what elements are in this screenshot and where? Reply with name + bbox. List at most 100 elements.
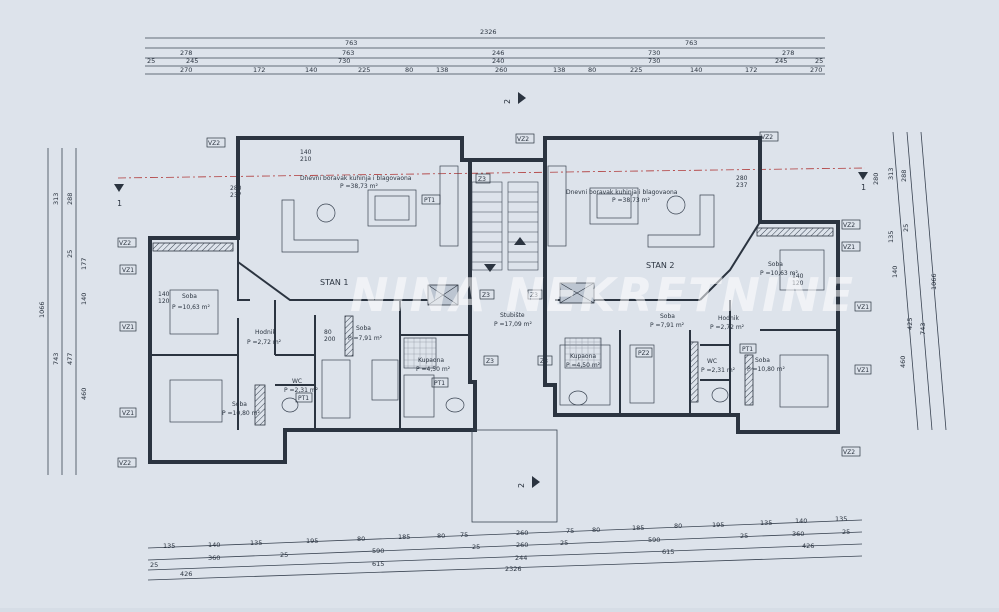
bottom-dim-r1-14: 135 — [760, 519, 772, 527]
left-dim-7: 743 — [52, 353, 60, 365]
furniture-apt2 — [547, 165, 829, 408]
bottom-dim-r3-1: 615 — [372, 560, 384, 568]
apt2-hall-label: Hodnik — [718, 315, 739, 322]
right-dim-3: 135 — [887, 231, 895, 243]
top-dim-r5-10: 140 — [690, 66, 702, 74]
apt2-bath-label: Kupaona — [570, 353, 596, 360]
top-dim-763-b: 763 — [685, 39, 697, 47]
apt1-bath-area: P =4,50 m² — [416, 366, 451, 373]
top-dim-r5-12: 270 — [810, 66, 822, 74]
left-dimension-lines — [47, 148, 77, 475]
section-mark-top: 2 — [503, 99, 512, 104]
bottom-dim-row2: 25 360 25 590 25 260 25 590 25 360 25 — [150, 528, 850, 569]
left-dim-labels: 313 288 25 177 140 460 477 743 1066 — [38, 193, 88, 400]
apt1-room1-area: P =10,63 m² — [172, 304, 210, 311]
apt1-bath-label: Kupaona — [418, 357, 444, 364]
left-dim-1: 288 — [66, 193, 74, 205]
railing-apt2-room3 — [689, 341, 699, 403]
top-dim-r4-2: 730 — [338, 57, 350, 65]
left-dim-4: 140 — [80, 293, 88, 305]
apt1-room3-area: P =7,91 m² — [348, 335, 383, 342]
bottom-dim-r1-6: 80 — [437, 532, 445, 540]
bottom-dim-r1-10: 80 — [592, 526, 600, 534]
bottom-dim-r2-8: 25 — [740, 532, 748, 540]
stairs-label: Stubište — [500, 312, 525, 319]
apt1-hall-label: Hodnik — [255, 329, 276, 336]
right-dim-1: 288 — [900, 170, 908, 182]
top-dim-r3-0: 278 — [180, 49, 192, 57]
top-dim-r5-4: 80 — [405, 66, 413, 74]
bottom-dim-row3: 426 615 244 615 426 — [180, 542, 814, 578]
tag-vz2-e: VZ2 — [843, 222, 855, 229]
railing-apt1-room1 — [152, 242, 234, 252]
top-dim-r5-5: 138 — [436, 66, 448, 74]
top-dim-r4-6: 25 — [815, 57, 823, 65]
bottom-dim-r3-4: 426 — [802, 542, 814, 550]
top-dim-r3-4: 278 — [782, 49, 794, 57]
bottom-dim-total: 2326 — [505, 565, 522, 573]
top-dim-r5-1: 172 — [253, 66, 265, 74]
bottom-dim-r3-2: 244 — [515, 554, 527, 562]
left-dim-2: 25 — [66, 250, 74, 258]
bottom-dim-r2-1: 360 — [208, 554, 220, 562]
tag-pz2: PZ2 — [638, 350, 650, 357]
bottom-dim-r1-9: 75 — [566, 527, 574, 535]
tag-pt1-a: PT1 — [424, 197, 435, 204]
top-dim-r3-2: 246 — [492, 49, 504, 57]
element-tag-labels: VZ2 VZ2 VZ1 VZ1 VZ1 VZ2 PT1 PT1 PT1 Z3 Z… — [119, 134, 869, 467]
left-dim-3: 177 — [80, 258, 88, 270]
top-dim-r4-5: 245 — [775, 57, 787, 65]
entrance-porch — [471, 429, 558, 523]
height-120-b: 120 — [792, 280, 804, 287]
window-crosses — [427, 282, 595, 306]
height-280-b: 280 — [736, 175, 748, 182]
bottom-dim-r1-8: 260 — [516, 529, 528, 537]
left-dim-0: 313 — [52, 193, 60, 205]
railing-apt1-room3 — [344, 315, 354, 357]
top-dim-r3-3: 730 — [648, 49, 660, 57]
tag-vz1-c: VZ1 — [122, 410, 134, 417]
tag-vz2-b: VZ2 — [119, 240, 131, 247]
apt2-wc-label: WC — [707, 358, 717, 365]
apt1-title: STAN 1 — [320, 278, 348, 287]
apt2-room1-label: Soba — [768, 261, 783, 268]
apt2-title: STAN 2 — [646, 261, 674, 270]
height-237-a: 237 — [230, 192, 242, 199]
tag-z3-a: Z3 — [478, 176, 486, 183]
height-140-top: 140 — [300, 149, 312, 156]
height-200-a: 200 — [324, 336, 336, 343]
apt1-living-area: P =38,73 m² — [340, 183, 378, 190]
tag-vz2-g: VZ2 — [761, 134, 773, 141]
bottom-dim-r2-0: 25 — [150, 561, 158, 569]
apt1-living-label: Dnevni boravak kuhinja i blagovaona — [300, 175, 412, 182]
top-dim-r4-3: 240 — [492, 57, 504, 65]
watermark: NINA NEKRETNINE — [350, 268, 856, 322]
apt1-room2-label: Soba — [232, 401, 247, 408]
bottom-dim-r1-13: 195 — [712, 521, 724, 529]
right-dim-7: 460 — [899, 356, 907, 368]
bottom-dim-r2-3: 590 — [372, 547, 384, 555]
bottom-dim-r1-16: 135 — [835, 515, 847, 523]
height-140-a: 140 — [158, 291, 170, 298]
tag-vz1-a: VZ1 — [122, 267, 134, 274]
height-120-a: 120 — [158, 298, 170, 305]
right-dim-0: 313 — [887, 168, 895, 180]
bottom-dim-r1-12: 80 — [674, 522, 682, 530]
section-arrow-top-icon — [518, 92, 526, 104]
bottom-dim-r2-2: 25 — [280, 551, 288, 559]
right-dim-2: 280 — [872, 173, 880, 185]
height-237-b: 237 — [736, 182, 748, 189]
right-dim-4: 25 — [902, 224, 910, 232]
apt1-wc-area: P =2,31 m² — [284, 387, 319, 394]
apt2-living-area: P =38,73 m² — [612, 197, 650, 204]
top-dim-r4-1: 245 — [186, 57, 198, 65]
tag-vz2-a: VZ2 — [208, 140, 220, 147]
top-dim-r5-11: 172 — [745, 66, 757, 74]
top-dim-763-a: 763 — [345, 39, 357, 47]
bottom-dim-r2-10: 25 — [842, 528, 850, 536]
bottom-dim-r3-3: 615 — [662, 548, 674, 556]
apt2-wc-area: P =2,31 m² — [701, 367, 736, 374]
height-280-a: 280 — [230, 185, 242, 192]
right-dim-6: 425 — [906, 318, 914, 330]
bottom-dim-r2-9: 360 — [792, 530, 804, 538]
